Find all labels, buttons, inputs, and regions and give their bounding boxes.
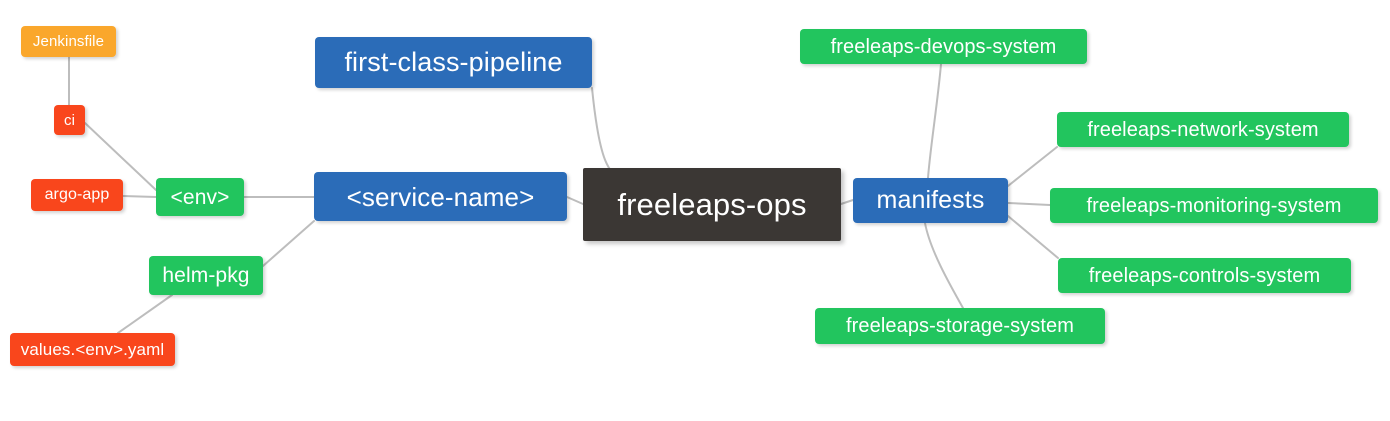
- node-label: <service-name>: [346, 181, 535, 212]
- mindmap-node-argo-app[interactable]: argo-app: [31, 179, 123, 211]
- edge-env-to-argo-app: [122, 195, 157, 198]
- mindmap-node-freeleaps-monitoring-system[interactable]: freeleaps-monitoring-system: [1050, 188, 1378, 223]
- node-label: freeleaps-network-system: [1087, 118, 1319, 141]
- node-label: freeleaps-controls-system: [1088, 264, 1321, 287]
- edge-helm-pkg-to-values-env-yaml: [117, 294, 173, 334]
- mindmap-node-helm-pkg[interactable]: helm-pkg: [149, 256, 263, 295]
- node-label: <env>: [170, 185, 230, 209]
- edge-manifests-to-freeleaps-storage-system: [924, 222, 964, 309]
- mindmap-node-manifests[interactable]: manifests: [853, 178, 1008, 223]
- mindmap-node-first-class-pipeline[interactable]: first-class-pipeline: [315, 37, 592, 88]
- mindmap-node-env[interactable]: <env>: [156, 178, 244, 216]
- node-label: first-class-pipeline: [344, 47, 563, 77]
- mindmap-node-freeleaps-ops[interactable]: freeleaps-ops: [583, 168, 841, 241]
- node-label: Jenkinsfile: [32, 33, 105, 50]
- mindmap-node-jenkinsfile[interactable]: Jenkinsfile: [21, 26, 116, 57]
- edge-manifests-to-freeleaps-devops-system: [927, 63, 942, 179]
- mindmap-node-values-env-yaml[interactable]: values.<env>.yaml: [10, 333, 175, 366]
- mindmap-node-freeleaps-controls-system[interactable]: freeleaps-controls-system: [1058, 258, 1351, 293]
- edge-service-name-to-helm-pkg: [262, 220, 315, 267]
- node-label: ci: [63, 111, 76, 129]
- mindmap-node-freeleaps-storage-system[interactable]: freeleaps-storage-system: [815, 308, 1105, 344]
- node-label: freeleaps-storage-system: [845, 315, 1075, 337]
- edge-manifests-to-freeleaps-network-system: [1007, 146, 1058, 187]
- node-label: manifests: [876, 186, 985, 214]
- edge-manifests-to-freeleaps-monitoring-system: [1007, 202, 1051, 206]
- mindmap-node-freeleaps-network-system[interactable]: freeleaps-network-system: [1057, 112, 1349, 147]
- node-label: helm-pkg: [162, 264, 250, 287]
- mindmap-node-service-name[interactable]: <service-name>: [314, 172, 567, 221]
- node-label: argo-app: [44, 186, 110, 203]
- edge-freeleaps-ops-to-service-name: [566, 196, 584, 205]
- edge-freeleaps-ops-to-manifests: [840, 199, 854, 205]
- node-label: freeleaps-devops-system: [830, 35, 1057, 58]
- mindmap-node-ci[interactable]: ci: [54, 105, 85, 135]
- edge-freeleaps-ops-to-first-class-pipeline: [591, 87, 623, 181]
- node-label: freeleaps-ops: [617, 187, 807, 222]
- node-label: values.<env>.yaml: [20, 340, 165, 359]
- edge-manifests-to-freeleaps-controls-system: [1007, 215, 1059, 259]
- node-label: freeleaps-monitoring-system: [1086, 194, 1342, 217]
- mindmap-node-freeleaps-devops-system[interactable]: freeleaps-devops-system: [800, 29, 1087, 64]
